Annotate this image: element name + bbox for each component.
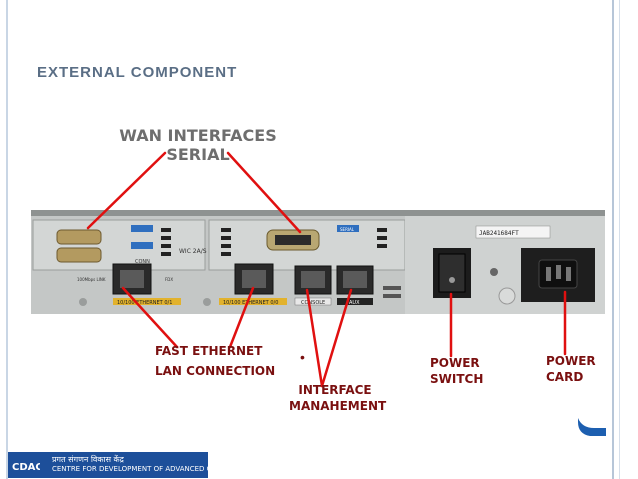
wic-label: WIC 2A/S — [179, 248, 207, 255]
footer-english-text: CENTRE FOR DEVELOPMENT OF ADVANCED COMPU… — [52, 465, 250, 473]
wan-label-line2: SERIAL — [166, 145, 230, 164]
slide-frame-line-right — [612, 0, 614, 479]
slide-title: EXTERNAL COMPONENT — [37, 64, 238, 81]
fast-ethernet-label: FAST ETHERNET LAN CONNECTION — [155, 343, 275, 379]
wan-interfaces-label: WAN INTERFACES SERIAL — [118, 126, 278, 164]
cdac-logo-text: CDAC — [12, 462, 40, 473]
power-card-line1: POWER — [546, 354, 596, 368]
power-card-line2: CARD — [546, 370, 584, 384]
fast-ethernet-line2: LAN CONNECTION — [155, 364, 276, 378]
wan-label-line1: WAN INTERFACES — [119, 126, 277, 145]
power-switch-label: POWER SWITCH — [430, 355, 483, 387]
footer-hindi-text: प्रगत संगणन विकास केंद्र — [52, 455, 124, 464]
cdac-logo-mark: CDAC — [10, 455, 40, 475]
slide-frame-line-left — [6, 0, 8, 479]
interface-management-label: INTERFACE MANAHEMENT — [289, 382, 387, 414]
interface-line2: MANAHEMENT — [289, 399, 387, 413]
serial-tag: SERIAL — [340, 227, 355, 232]
power-card-label: POWER CARD — [546, 353, 596, 385]
fdx-label: FDX — [165, 277, 173, 282]
fast-ethernet-line1: FAST ETHERNET — [155, 344, 263, 358]
cdac-footer-logo: CDAC प्रगत संगणन विकास केंद्र CENTRE FOR… — [8, 452, 249, 478]
power-switch-line1: POWER — [430, 356, 480, 370]
aux-port-label: AUX — [349, 300, 360, 306]
power-switch-line2: SWITCH — [430, 372, 484, 386]
router-back-panel-image: WIC 2A/S CONN SERIAL 10/100 ETHERNET 0/1… — [31, 210, 605, 314]
slide-corner-decoration — [578, 404, 606, 436]
link-label: 100Mbps LINK — [77, 277, 106, 282]
interface-line1: INTERFACE — [298, 383, 372, 397]
stray-dot: • — [300, 349, 305, 365]
serial-number-label: JAB241684FT — [479, 230, 519, 237]
slide-frame-line-right-2 — [619, 0, 620, 479]
ethernet-0-1-label: 10/100 ETHERNET 0/1 — [117, 300, 172, 306]
conn-label-left: CONN — [135, 259, 150, 265]
ethernet-0-0-label: 10/100 ETHERNET 0/0 — [223, 300, 278, 306]
console-port-label: CONSOLE — [301, 300, 325, 306]
